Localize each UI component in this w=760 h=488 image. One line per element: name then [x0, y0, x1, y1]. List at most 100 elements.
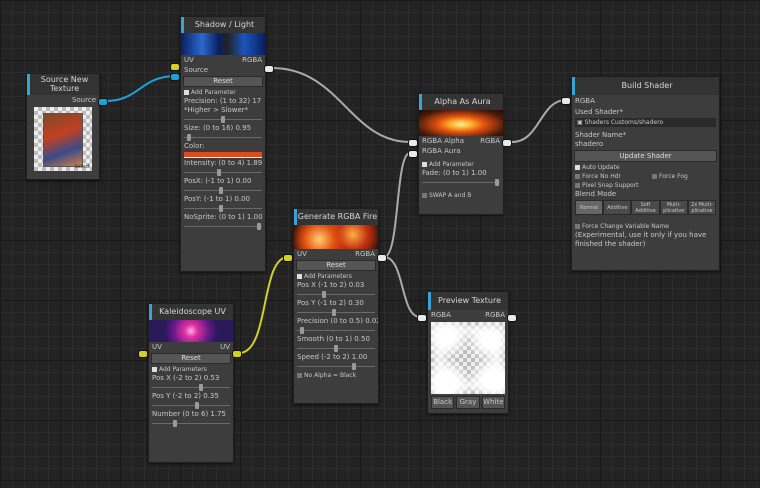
posx-slider[interactable]: [181, 186, 265, 195]
posx-slider[interactable]: [294, 290, 378, 299]
effect-preview: [294, 225, 378, 249]
update-shader-button[interactable]: Update Shader: [574, 150, 717, 162]
output-rgba-label: RGBA: [242, 56, 262, 64]
force-change-variable-label: Force Change Variable Name: [582, 223, 669, 230]
color-field[interactable]: [184, 152, 262, 158]
output-pin[interactable]: [98, 98, 108, 106]
no-alpha-toggle[interactable]: No Alpha = Black: [294, 371, 378, 380]
reset-button[interactable]: Reset: [296, 260, 376, 271]
shader-name-label: Shader Name*: [575, 131, 627, 139]
add-parameter-toggle[interactable]: Add Parameter: [419, 160, 503, 169]
add-parameters-toggle[interactable]: Add Parameters: [294, 272, 378, 281]
node-title[interactable]: Source New Texture: [27, 74, 99, 95]
output-pin[interactable]: [377, 254, 387, 262]
force-no-hdr-toggle[interactable]: Force No Hdr: [572, 172, 649, 181]
node-source-new-texture[interactable]: Source New Texture Source Select: [26, 73, 100, 180]
intensity-slider[interactable]: [181, 168, 265, 177]
checkbox[interactable]: [184, 90, 189, 95]
texture-preview[interactable]: Select: [34, 107, 92, 171]
reset-button[interactable]: Reset: [183, 76, 263, 87]
output-uv-pin[interactable]: [232, 350, 242, 358]
precision-note: *Higher > Slower*: [184, 106, 249, 114]
node-title[interactable]: Generate RGBA Fire: [294, 209, 378, 225]
input-alpha-pin[interactable]: [408, 139, 418, 147]
black-background-button[interactable]: Black: [431, 396, 455, 409]
auto-update-toggle[interactable]: Auto Update: [572, 163, 719, 172]
force-fog-toggle[interactable]: Force Fog: [649, 172, 688, 181]
node-title[interactable]: Alpha As Aura: [419, 94, 503, 110]
swap-toggle[interactable]: SWAP A and B: [419, 191, 503, 200]
number-label: Number (0 to 6) 1.75: [152, 410, 227, 418]
checkbox[interactable]: [297, 373, 302, 378]
reset-button[interactable]: Reset: [151, 353, 231, 364]
speed-label: Speed (-2 to 2) 1.00: [297, 353, 368, 361]
add-parameter-label: Add Parameter: [191, 89, 236, 96]
output-rgba-pin[interactable]: [264, 65, 274, 73]
add-parameters-toggle[interactable]: Add Parameters: [149, 365, 233, 374]
checkbox[interactable]: [575, 165, 580, 170]
gray-background-button[interactable]: Gray: [456, 396, 480, 409]
posx-slider[interactable]: [149, 383, 233, 392]
blend-mode-label: Blend Mode: [575, 190, 617, 198]
white-background-button[interactable]: White: [481, 396, 505, 409]
output-pin[interactable]: [507, 314, 517, 322]
input-aura-label: RGBA Aura: [422, 147, 461, 155]
shader-name-field[interactable]: shadero: [575, 140, 604, 148]
output-label: RGBA: [355, 250, 375, 258]
node-title[interactable]: Kaleidoscope UV: [149, 304, 233, 320]
input-pin[interactable]: [417, 314, 427, 322]
checkbox[interactable]: [152, 367, 157, 372]
fade-slider[interactable]: [419, 178, 503, 187]
precision-slider[interactable]: [294, 326, 378, 335]
checkbox[interactable]: [575, 183, 580, 188]
blend-tab-2x-multiplicative[interactable]: 2x Multi- plicative: [687, 200, 717, 215]
checkbox[interactable]: [575, 224, 580, 229]
speed-slider[interactable]: [294, 362, 378, 371]
input-source-pin[interactable]: [170, 73, 180, 81]
used-shader-field[interactable]: ▣ Shaders Customs/shadero: [575, 118, 716, 127]
precision-slider[interactable]: [181, 115, 265, 124]
checkbox[interactable]: [422, 162, 427, 167]
size-slider[interactable]: [181, 133, 265, 142]
node-title[interactable]: Preview Texture: [428, 292, 508, 310]
posy-slider[interactable]: [181, 204, 265, 213]
input-pin[interactable]: [561, 97, 571, 105]
node-build-shader[interactable]: Build Shader RGBA Used Shader* ▣ Shaders…: [571, 76, 720, 271]
blend-tab-soft-additive[interactable]: Soft Additive: [631, 200, 660, 215]
blend-tab-multiplicative[interactable]: Multi- plicative: [659, 200, 688, 215]
checkbox[interactable]: [422, 193, 427, 198]
select-label[interactable]: Select: [74, 164, 90, 170]
nosprite-slider[interactable]: [181, 222, 265, 231]
blend-tab-additive[interactable]: Additive: [603, 200, 632, 215]
input-uv-pin[interactable]: [138, 350, 148, 358]
effect-preview: [181, 33, 265, 55]
pixel-snap-toggle[interactable]: Pixel Snap Support: [572, 181, 719, 190]
blend-tab-normal[interactable]: Normal: [575, 200, 604, 215]
input-alpha-label: RGBA Alpha: [422, 137, 465, 145]
input-aura-pin[interactable]: [408, 150, 418, 158]
node-title[interactable]: Shadow / Light: [181, 17, 265, 33]
smooth-slider[interactable]: [294, 344, 378, 353]
force-change-variable-toggle[interactable]: Force Change Variable Name: [572, 222, 719, 231]
force-fog-label: Force Fog: [659, 173, 688, 180]
input-uv-pin[interactable]: [170, 63, 180, 71]
wire-fire-to-aura: [383, 152, 411, 258]
wire-shadow-to-aura: [271, 67, 411, 143]
shader-icon: ▣: [577, 119, 585, 126]
number-slider[interactable]: [149, 419, 233, 428]
output-pin[interactable]: [502, 139, 512, 147]
posy-slider[interactable]: [294, 308, 378, 317]
add-parameter-toggle[interactable]: Add Parameter: [181, 88, 265, 97]
checkbox[interactable]: [652, 174, 657, 179]
input-uv-pin[interactable]: [283, 254, 293, 262]
posx-label: PosX: (-1 to 1) 0.00: [184, 177, 252, 185]
node-title[interactable]: Build Shader: [572, 77, 719, 95]
checkbox[interactable]: [575, 174, 580, 179]
checkbox[interactable]: [297, 274, 302, 279]
posy-slider[interactable]: [149, 401, 233, 410]
